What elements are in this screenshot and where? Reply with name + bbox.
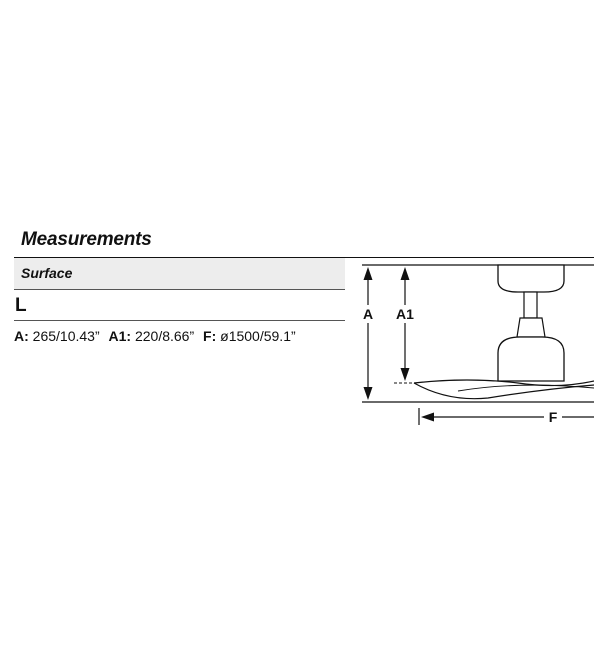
arrow-left-icon [421,412,434,422]
page-title: Measurements [21,229,152,250]
measure-a-value: 265/10.43” [32,328,100,344]
fan-blade-lower [413,382,594,400]
size-label: L [15,295,27,316]
arrow-down-icon [363,387,373,400]
dimension-a-label: A [363,306,373,322]
measure-a1-label: A1: [108,328,132,344]
ceiling-fan-drawing: A A1 F [359,264,594,426]
fan-motor-housing [497,336,565,382]
size-row: L [14,290,345,321]
title-divider [14,257,594,258]
fan-canopy [497,264,565,293]
arrow-up-icon [363,267,373,280]
measure-f-value: ø1500/59.1” [220,328,296,344]
fan-collar [516,317,546,338]
arrow-down-icon [400,368,410,381]
measure-a-label: A: [14,328,29,344]
surface-header: Surface [14,258,345,290]
fan-blade-upper [413,379,594,387]
arrow-up-icon [400,267,410,280]
fan-blade-middle [457,384,594,392]
measure-a1-value: 220/8.66” [134,328,195,344]
measurement-list: A: 265/10.43” A1: 220/8.66” F: ø1500/59.… [14,328,296,344]
dimension-f-label: F [549,409,558,425]
surface-header-label: Surface [21,265,73,281]
dimension-a1-label: A1 [396,306,414,322]
fan-downrod [523,291,538,319]
measure-f-label: F: [203,328,217,344]
